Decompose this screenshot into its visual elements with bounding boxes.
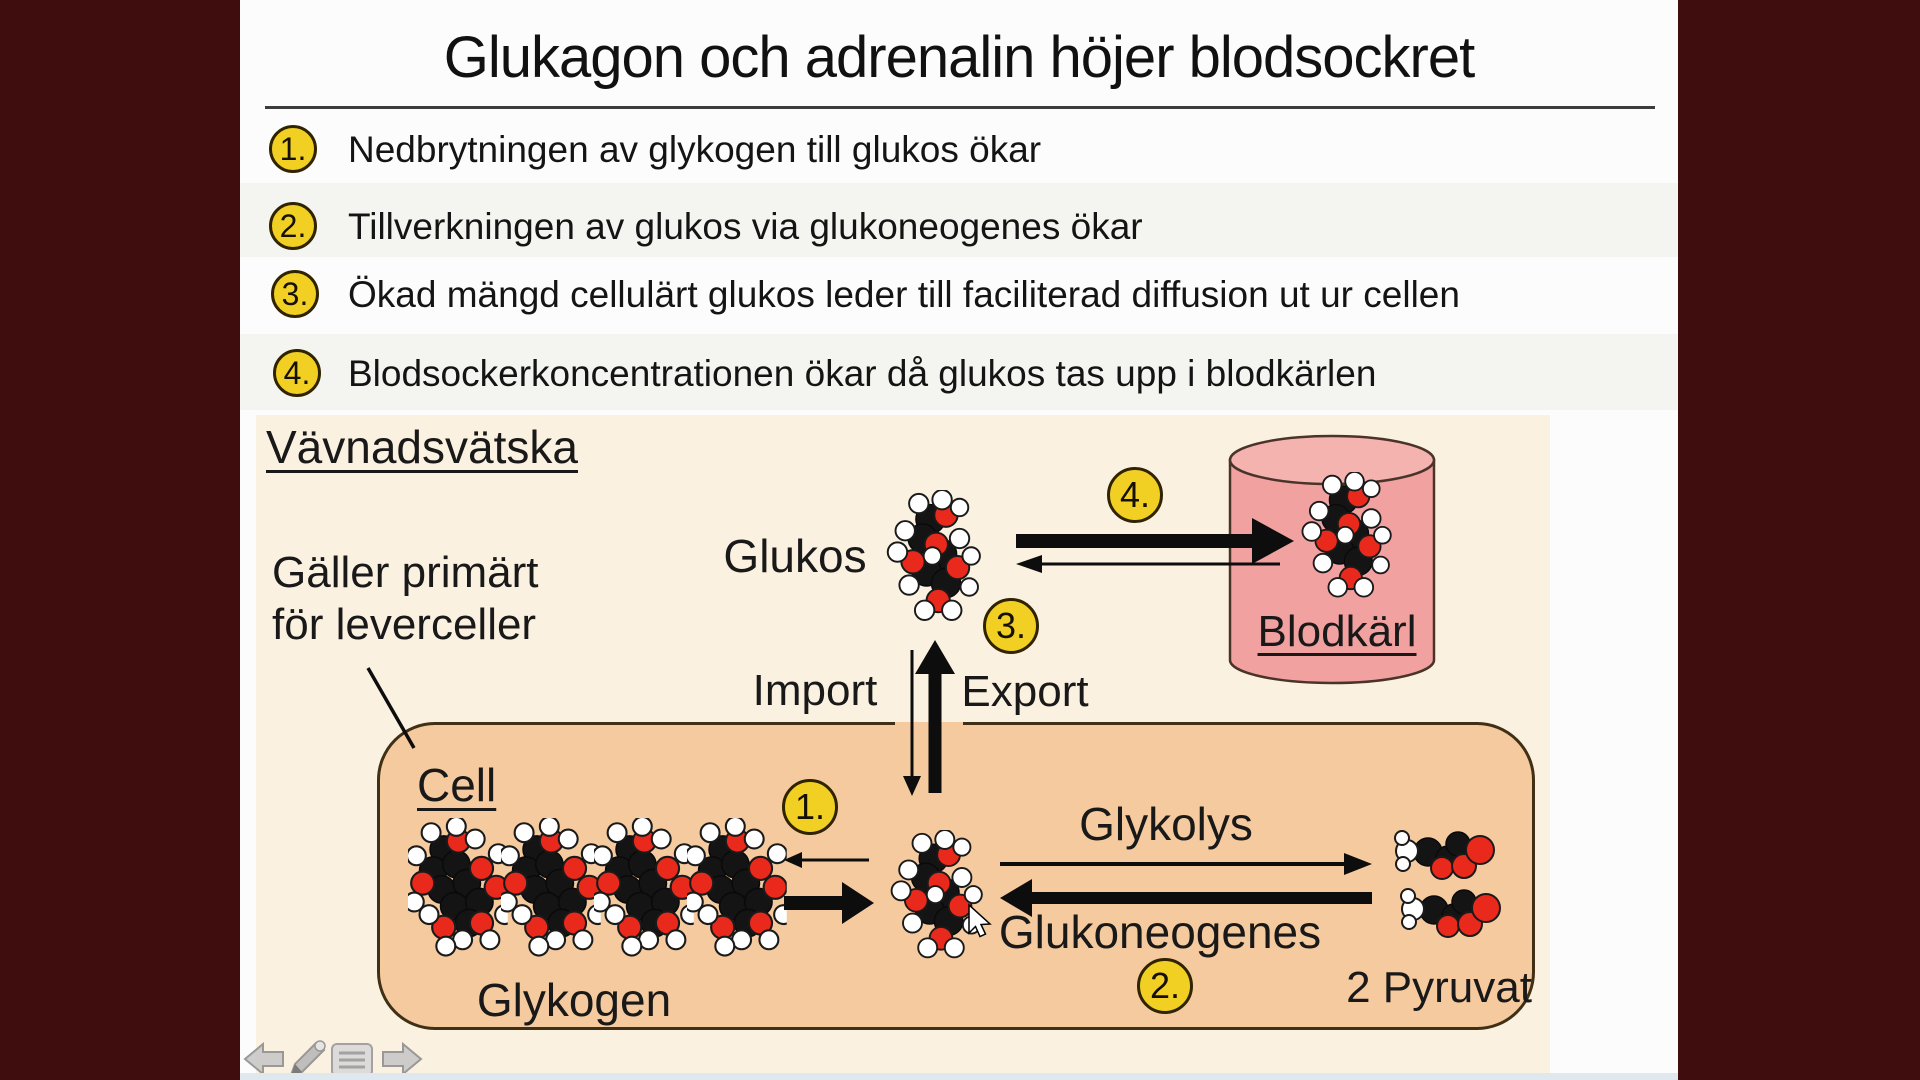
next-page-icon[interactable] [382,1041,423,1077]
page-menu-icon[interactable] [331,1043,373,1077]
cell-note-line2: för leverceller [272,600,537,649]
presentation-toolbar [243,1040,423,1080]
video-bottom-strip [240,1073,1678,1080]
membrane-gap [895,722,963,731]
step-2-number: 2. [279,207,307,244]
membrane-gap [895,714,963,722]
diagram-badge-3: 3. [983,598,1039,654]
glycolysis-label: Glykolys [1079,798,1253,850]
cell-note-line1: Gäller primärt [272,548,539,597]
row-stripe [240,183,1678,257]
step-1-text: Nedbrytningen av glykogen till glukos ök… [348,129,1042,170]
badge-1-number: 1. [794,786,826,827]
glucose-label: Glukos [723,530,867,582]
export-label: Export [961,667,1089,716]
tissue-fluid-label: Vävnadsvätska [266,421,578,473]
diagram-badge-1: 1. [782,779,838,835]
step-4-badge: 4. [273,349,321,397]
diagram-badge-2: 2. [1137,958,1193,1014]
slide-title: Glukagon och adrenalin höjer blodsockret [443,25,1475,90]
badge-4-number: 4. [1119,474,1151,515]
step-1-badge: 1. [269,125,317,173]
title-divider [265,106,1655,109]
step-2-badge: 2. [269,202,317,250]
step-3-text: Ökad mängd cellulärt glukos leder till f… [348,274,1460,315]
cell-label: Cell [417,759,497,811]
step-4-text: Blodsockerkoncentrationen ökar då glukos… [348,353,1377,394]
glycogen-label: Glykogen [476,974,672,1026]
step-3-badge: 3. [271,270,319,318]
gluconeogenesis-label: Glukoneogenes [998,906,1322,958]
badge-3-number: 3. [995,605,1027,646]
diagram-badge-4: 4. [1107,467,1163,523]
step-2-text: Tillverkningen av glukos via glukoneogen… [348,206,1143,247]
import-label: Import [752,666,878,715]
previous-page-icon[interactable] [243,1041,284,1077]
blood-vessel-label: Blodkärl [1257,607,1417,656]
row-stripe [240,334,1678,410]
pyruvate-label: 2 Pyruvat [1346,963,1532,1012]
step-4-number: 4. [283,354,311,391]
step-3-number: 3. [281,275,309,312]
badge-2-number: 2. [1149,965,1181,1006]
step-1-number: 1. [279,130,307,167]
